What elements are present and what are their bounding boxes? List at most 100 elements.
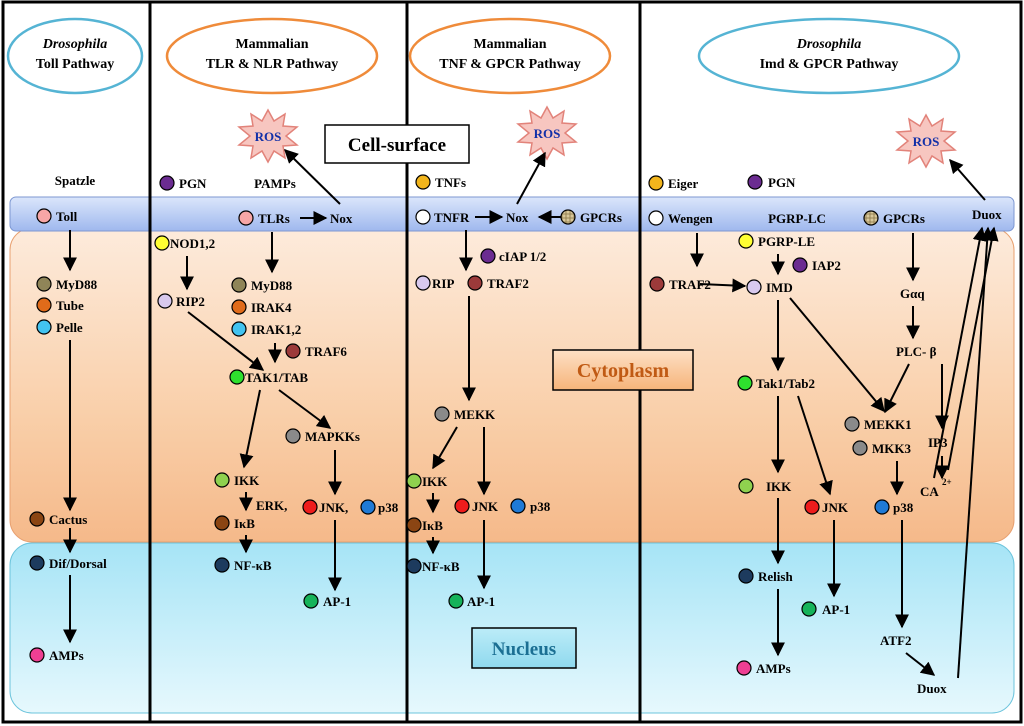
tnf-mekk-dot [434,406,450,422]
cell-surface-label: Cell-surface [324,124,470,164]
arrow-ca-duox [933,226,987,479]
imd-eiger-label: Eiger [668,176,699,191]
tnf-p38-label: p38 [530,499,551,514]
toll-amps-label: AMPs [49,648,84,663]
tlr-myd88-label: MyD88 [251,278,293,293]
tlr-tak-dot [229,369,245,385]
tlr-nox-label: Nox [330,211,353,226]
tlr-nfkb-label: NF-κB [234,558,272,573]
imd-gpcrs-dot [863,210,879,226]
imd-ap1-dot [801,601,817,617]
tnf-mekk-label: MEKK [454,407,496,422]
imd-ikk-label: IKK [766,479,792,494]
imd-iap2-label: IAP2 [812,258,841,273]
svg-text:Cytoplasm: Cytoplasm [577,360,670,382]
tnf-tnfr-label: TNFR [434,210,470,225]
tnf-ikb-label: IκB [422,518,443,533]
tlr-nod-label: NOD1,2 [170,236,215,251]
tnf-gpcrs-dot [560,209,576,225]
tlr-irak12-label: IRAK1,2 [251,322,301,337]
imd-mekk1-label: MEKK1 [864,417,912,432]
arrow-imd-mekk1 [789,297,885,413]
toll-toll-dot [36,208,52,224]
imd-ca-label: CA [920,484,939,499]
tlr-p38-dot [360,499,376,515]
header-tlr-line1: Mammalian [235,37,308,52]
tlr-irak4-dot [231,299,247,315]
ros-burst-tlr: ROS [237,108,299,164]
tlr-mapkks-dot [285,428,301,444]
tnf-p38-dot [510,498,526,514]
imd-duox_top-label: Duox [972,207,1002,222]
imd-iap2-dot [792,257,808,273]
imd-p38-dot [874,499,890,515]
pathway-nodes [29,174,890,676]
tnf-ikb-dot [406,517,422,533]
tlr-traf6-dot [285,343,301,359]
imd-imd-dot [746,279,762,295]
header-toll-line2: Toll Pathway [36,57,114,72]
tnf-rip-dot [415,275,431,291]
toll-myd88-label: MyD88 [56,277,98,292]
header-imd: Drosophila Imd & GPCR Pathway [697,17,961,95]
toll-myd88-dot [36,276,52,292]
tlr-irak12-dot [231,321,247,337]
tlr-tlrs-dot [238,210,254,226]
imd-pgrple-dot [738,233,754,249]
header-tnf-line1: Mammalian [473,37,546,52]
tlr-rip2-dot [157,293,173,309]
tlr-ap1-dot [303,593,319,609]
cell-membrane [9,196,1015,232]
tlr-irak4-label: IRAK4 [251,300,292,315]
svg-text:ROS: ROS [255,129,282,144]
imd-mkk3-label: MKK3 [872,441,911,456]
toll-cactus-dot [29,511,45,527]
imd-p38-label: p38 [893,500,914,515]
tlr-ikk-dot [214,472,230,488]
imd-wengen-label: Wengen [668,211,714,226]
imd-mekk1-dot [844,416,860,432]
header-toll: Drosophila Toll Pathway [6,17,144,95]
tlr-ap1-label: AP-1 [323,594,351,609]
arrow-nox-ros [284,149,341,205]
imd-eiger-dot [648,175,664,191]
imd-imd-label: IMD [766,280,793,295]
arrow-rip2-tak [187,311,265,371]
arrow-nox-ros [516,151,546,205]
imd-pgrplc-label: PGRP-LC [768,211,826,226]
imd-ca-sup-label: 2+ [942,477,952,487]
ros-burst-tnf: ROS [516,105,578,161]
tlr-tlrs-label: TLRs [258,211,290,226]
arrow-tak-jnk [797,395,833,496]
imd-tak-dot [737,375,753,391]
tnf-ikk-dot [406,473,422,489]
tlr-traf6-label: TRAF6 [305,344,347,359]
imd-wengen-dot [648,210,664,226]
header-tnf: Mammalian TNF & GPCR Pathway [408,17,612,95]
toll-cactus-label: Cactus [49,512,87,527]
tnf-ciap-label: cIAP 1/2 [499,249,546,264]
tlr-jnk-label: JNK, [319,500,348,515]
imd-atf2-label: ATF2 [880,633,912,648]
toll-pelle-dot [36,319,52,335]
imd-pgn-dot [747,174,763,190]
arrow-duox-up [957,226,995,679]
svg-text:ROS: ROS [534,126,561,141]
header-imd-line1: Drosophila [796,37,862,52]
tlr-myd88-dot [231,277,247,293]
tnf-tnfs-label: TNFs [435,175,466,190]
imd-pgn-label: PGN [768,175,796,190]
imd-mkk3-dot [852,440,868,456]
tnf-rip-label: RIP [432,276,454,291]
toll-toll-label: Toll [56,209,78,224]
tlr-pgn-dot [159,175,175,191]
toll-spatzle-label: Spatzle [55,173,96,188]
toll-pelle-label: Pelle [56,320,83,335]
toll-tube-label: Tube [56,298,84,313]
arrow-ca-duox-2 [947,226,999,471]
svg-text:Cell-surface: Cell-surface [348,135,446,156]
arrow-traf2-imd [699,278,747,293]
tlr-tak-label: TAK1/TAB [245,370,308,385]
